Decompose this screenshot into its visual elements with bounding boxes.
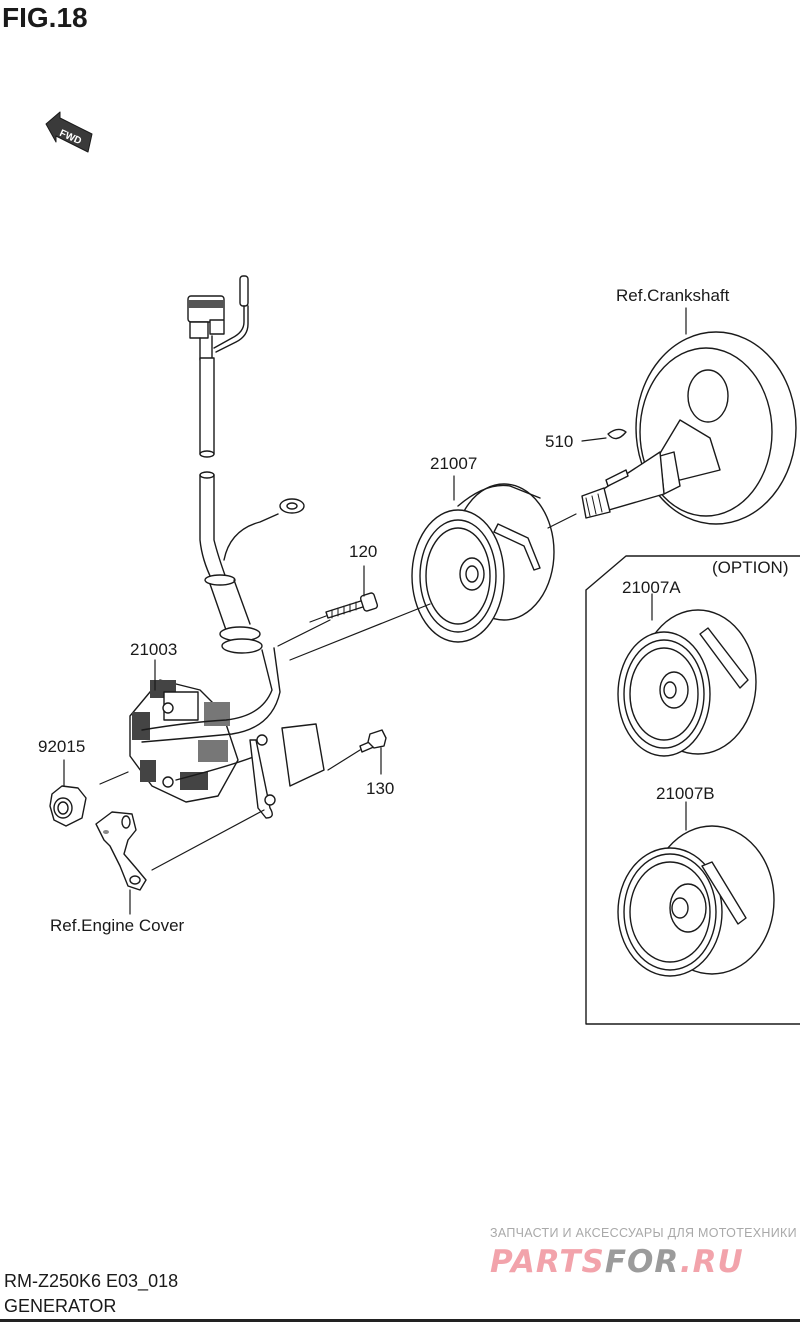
model-code: RM-Z250K6 E03_018 (4, 1271, 179, 1291)
wiring-harness (187, 275, 305, 654)
rotor-21007 (411, 483, 555, 643)
watermark-logo-parts: PARTS (490, 1244, 605, 1280)
callout-21007: 21007 (430, 454, 478, 473)
watermark-logo: PARTSFOR.RU (490, 1244, 744, 1280)
bottom-border (0, 1319, 800, 1322)
callout-ref-engine-cover: Ref.Engine Cover (50, 916, 185, 935)
watermark-logo-ru: .RU (679, 1244, 744, 1280)
alignment-lines (63, 307, 687, 915)
callout-510: 510 (545, 432, 574, 451)
rotor-21007a (617, 609, 757, 757)
bolt-130 (359, 729, 387, 753)
callout-21007b: 21007B (656, 784, 715, 803)
engine-cover-bracket (95, 811, 147, 891)
watermark-logo-for: FOR (604, 1244, 680, 1280)
rotor-21007b (617, 825, 775, 977)
crankshaft (581, 331, 797, 525)
callout-130: 130 (366, 779, 395, 798)
option-heading: (OPTION) (712, 558, 789, 577)
callout-21003: 21003 (130, 640, 178, 659)
figure-title: FIG.18 (2, 2, 88, 33)
fwd-arrow-icon: FWD (45, 111, 93, 153)
callout-92015: 92015 (38, 737, 86, 756)
stator-assembly (129, 647, 325, 819)
watermark-tagline: ЗАПЧАСТИ И АКСЕССУАРЫ ДЛЯ МОТОТЕХНИКИ (490, 1226, 797, 1240)
callout-21007a: 21007A (622, 578, 681, 597)
callout-120: 120 (349, 542, 378, 561)
option-box-border (585, 555, 800, 1025)
flange-nut (49, 785, 87, 827)
bolt-120 (325, 592, 379, 619)
section-name: GENERATOR (4, 1296, 117, 1316)
callout-ref-crankshaft: Ref.Crankshaft (616, 286, 730, 305)
